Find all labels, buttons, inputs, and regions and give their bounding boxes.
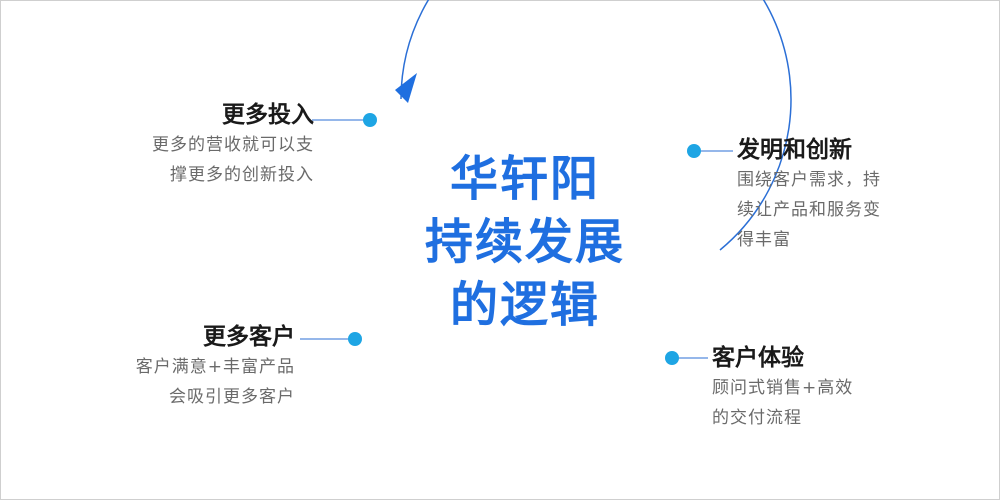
node-description-line: 撑更多的创新投入	[170, 165, 314, 185]
node-description-line: 客户满意+丰富产品	[135, 357, 295, 377]
center-title-line-2: 持续发展	[424, 214, 625, 270]
node-description-line: 更多的营收就可以支	[152, 135, 314, 155]
node-title: 发明和创新	[737, 137, 852, 163]
node-description: 围绕客户需求，持 续让产品和服务变 得丰富	[737, 165, 881, 255]
node-description-line: 会吸引更多客户	[169, 387, 295, 407]
dot-invention	[687, 144, 701, 158]
node-experience: 客户体验 顾问式销售+高效 的交付流程	[712, 343, 853, 433]
node-more-investment: 更多投入 更多的营收就可以支 撑更多的创新投入	[152, 100, 314, 190]
center-title-line-1: 华轩阳	[449, 151, 600, 207]
node-description-line: 的交付流程	[712, 408, 802, 428]
node-title: 更多客户	[203, 324, 295, 350]
node-description: 顾问式销售+高效 的交付流程	[712, 373, 853, 433]
node-description-line: 续让产品和服务变	[737, 200, 881, 220]
center-title-line-3: 的逻辑	[449, 277, 600, 333]
node-description: 客户满意+丰富产品 会吸引更多客户	[136, 352, 295, 412]
dot-experience	[665, 351, 679, 365]
node-description: 更多的营收就可以支 撑更多的创新投入	[152, 130, 314, 190]
dot-more-investment	[363, 113, 377, 127]
node-title: 客户体验	[712, 345, 804, 371]
cycle-arrowhead	[395, 73, 417, 103]
node-description-line: 围绕客户需求，持	[737, 170, 881, 190]
node-more-customers: 更多客户 客户满意+丰富产品 会吸引更多客户	[136, 322, 295, 412]
node-description-line: 得丰富	[737, 230, 791, 250]
node-invention: 发明和创新 围绕客户需求，持 续让产品和服务变 得丰富	[737, 135, 881, 255]
cycle-circle	[400, 0, 792, 251]
dot-more-customers	[348, 332, 362, 346]
center-title: 华轩阳 持续发展 的逻辑	[410, 148, 640, 337]
node-description-line: 顾问式销售+高效	[712, 378, 854, 398]
node-title: 更多投入	[222, 102, 314, 128]
